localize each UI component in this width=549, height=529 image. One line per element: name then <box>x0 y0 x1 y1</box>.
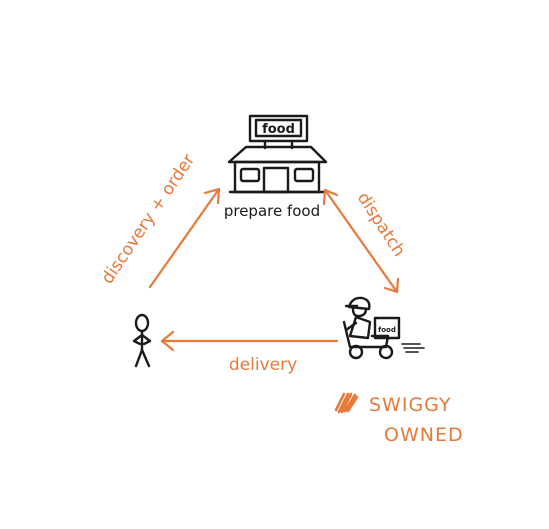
store-sign-inner <box>254 118 303 138</box>
edge-label-discovery-order: discovery + order <box>98 151 200 288</box>
edge-label-dispatch: dispatch <box>353 189 409 261</box>
store-sign-board <box>248 114 309 143</box>
arrow-store-to-rider <box>322 188 400 294</box>
store-body <box>233 160 321 194</box>
rider-box-label: food <box>378 326 396 334</box>
note-owned: OWNED <box>384 424 464 446</box>
note-swiggy: SWIGGY <box>369 394 452 416</box>
store-roof <box>227 145 328 164</box>
rider-food-box <box>373 316 401 340</box>
delivery-rider-icon: food <box>342 296 425 360</box>
scribble-mark-icon <box>334 392 359 414</box>
edge-label-delivery: delivery <box>229 355 297 375</box>
arrow-customer-to-store <box>148 187 221 289</box>
arrow-rider-to-customer <box>160 330 339 352</box>
restaurant-icon: food <box>227 114 328 194</box>
customer-icon <box>132 313 152 368</box>
store-caption: prepare food <box>224 202 320 220</box>
store-sign-text: food <box>262 122 295 137</box>
store-door <box>262 166 290 194</box>
